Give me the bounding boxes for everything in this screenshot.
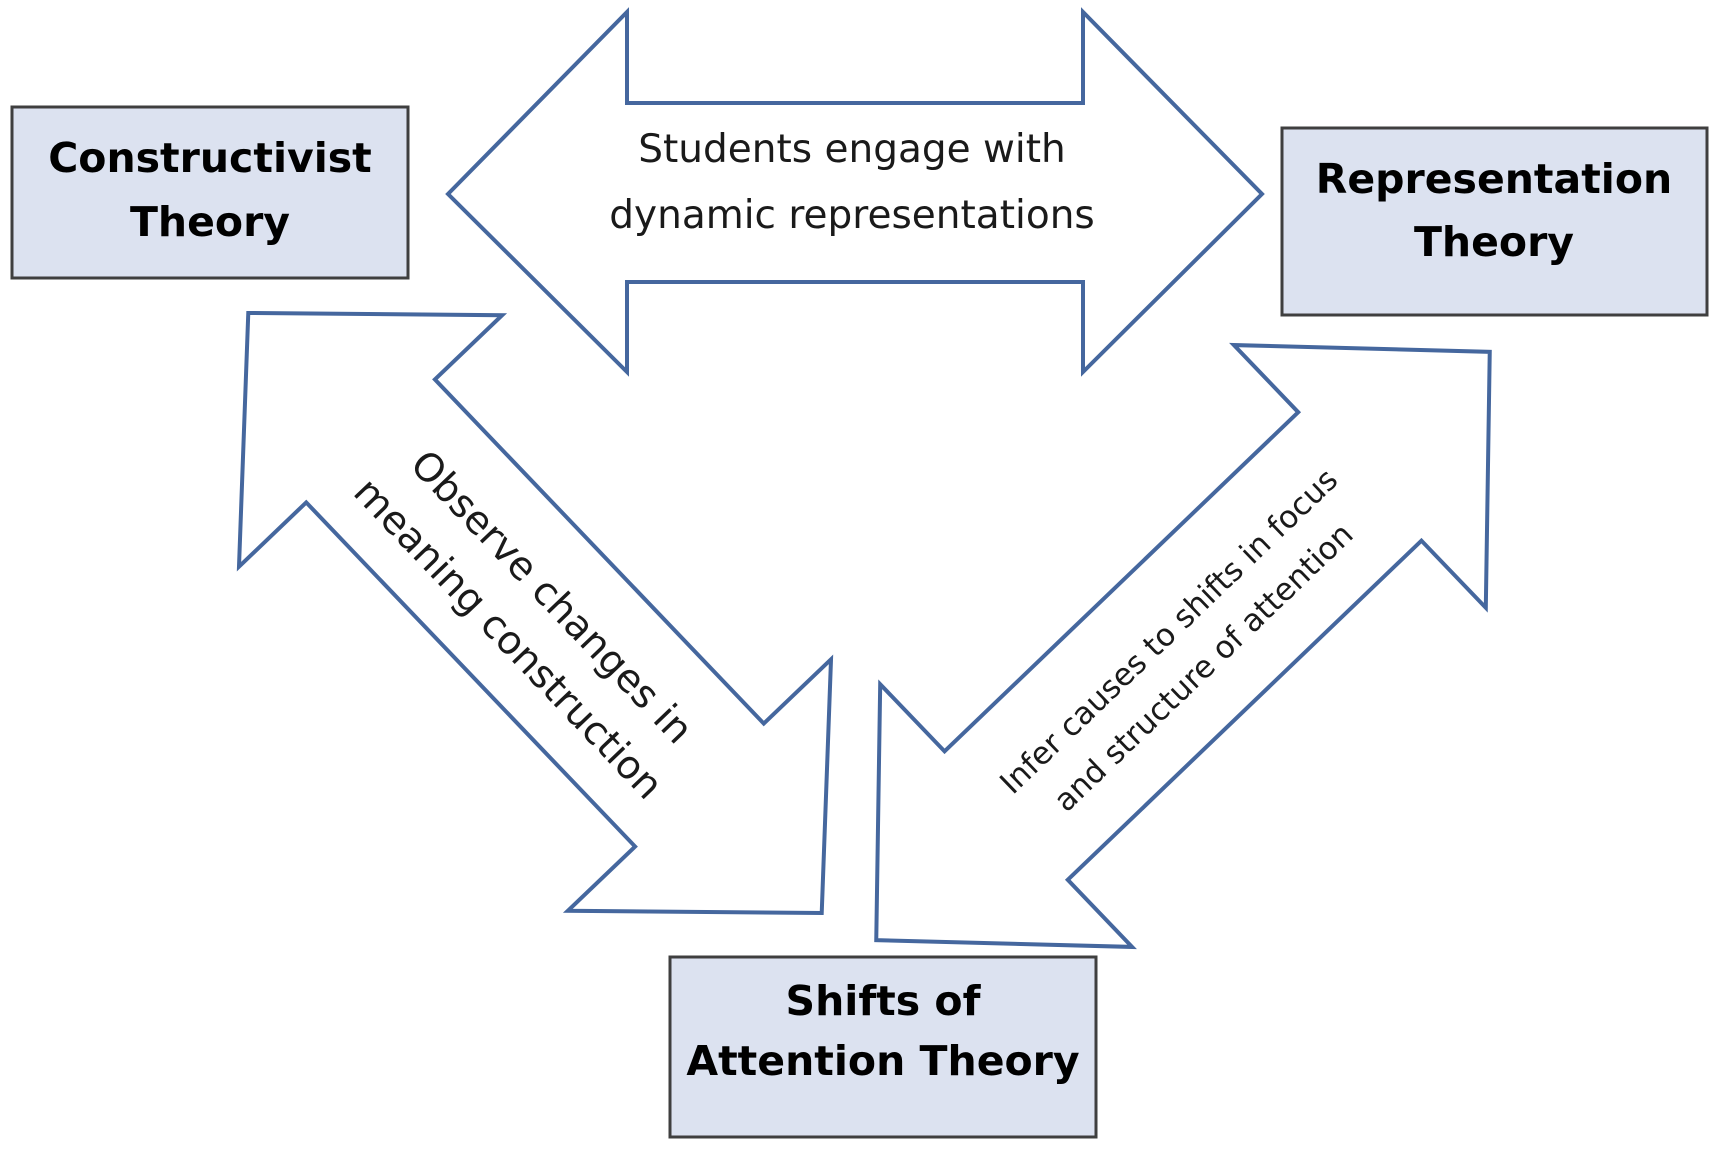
constructivist-theory-box: Constructivist Theory (10, 105, 410, 280)
representation-theory-box-rect (1280, 126, 1709, 317)
shifts-of-attention-theory-label-line2: Attention Theory (686, 1037, 1079, 1085)
constructivist-theory-label-line2: Theory (130, 198, 290, 246)
top-arrow-label-line2: dynamic representations (609, 193, 1094, 238)
shifts-of-attention-theory-label-line1: Shifts of (786, 977, 982, 1025)
left-diagonal-arrow: Observe changes in meaning construction (236, 310, 834, 916)
top-double-arrow: Students engage with dynamic representat… (445, 7, 1265, 377)
shifts-of-attention-theory-box-rect (668, 955, 1098, 1139)
representation-theory-label-line2: Theory (1414, 218, 1574, 266)
left-diagonal-arrow-shape (236, 310, 834, 916)
right-diagonal-arrow-shape (874, 342, 1492, 950)
shifts-of-attention-theory-box: Shifts of Attention Theory (668, 955, 1098, 1139)
constructivist-theory-box-rect (10, 105, 410, 280)
representation-theory-box: Representation Theory (1280, 126, 1709, 317)
representation-theory-label-line1: Representation (1316, 155, 1672, 203)
top-double-arrow-shape (445, 7, 1265, 377)
right-diagonal-arrow: Infer causes to shifts in focus and stru… (874, 342, 1492, 950)
constructivist-theory-label-line1: Constructivist (48, 134, 372, 182)
top-arrow-label-line1: Students engage with (638, 127, 1066, 172)
